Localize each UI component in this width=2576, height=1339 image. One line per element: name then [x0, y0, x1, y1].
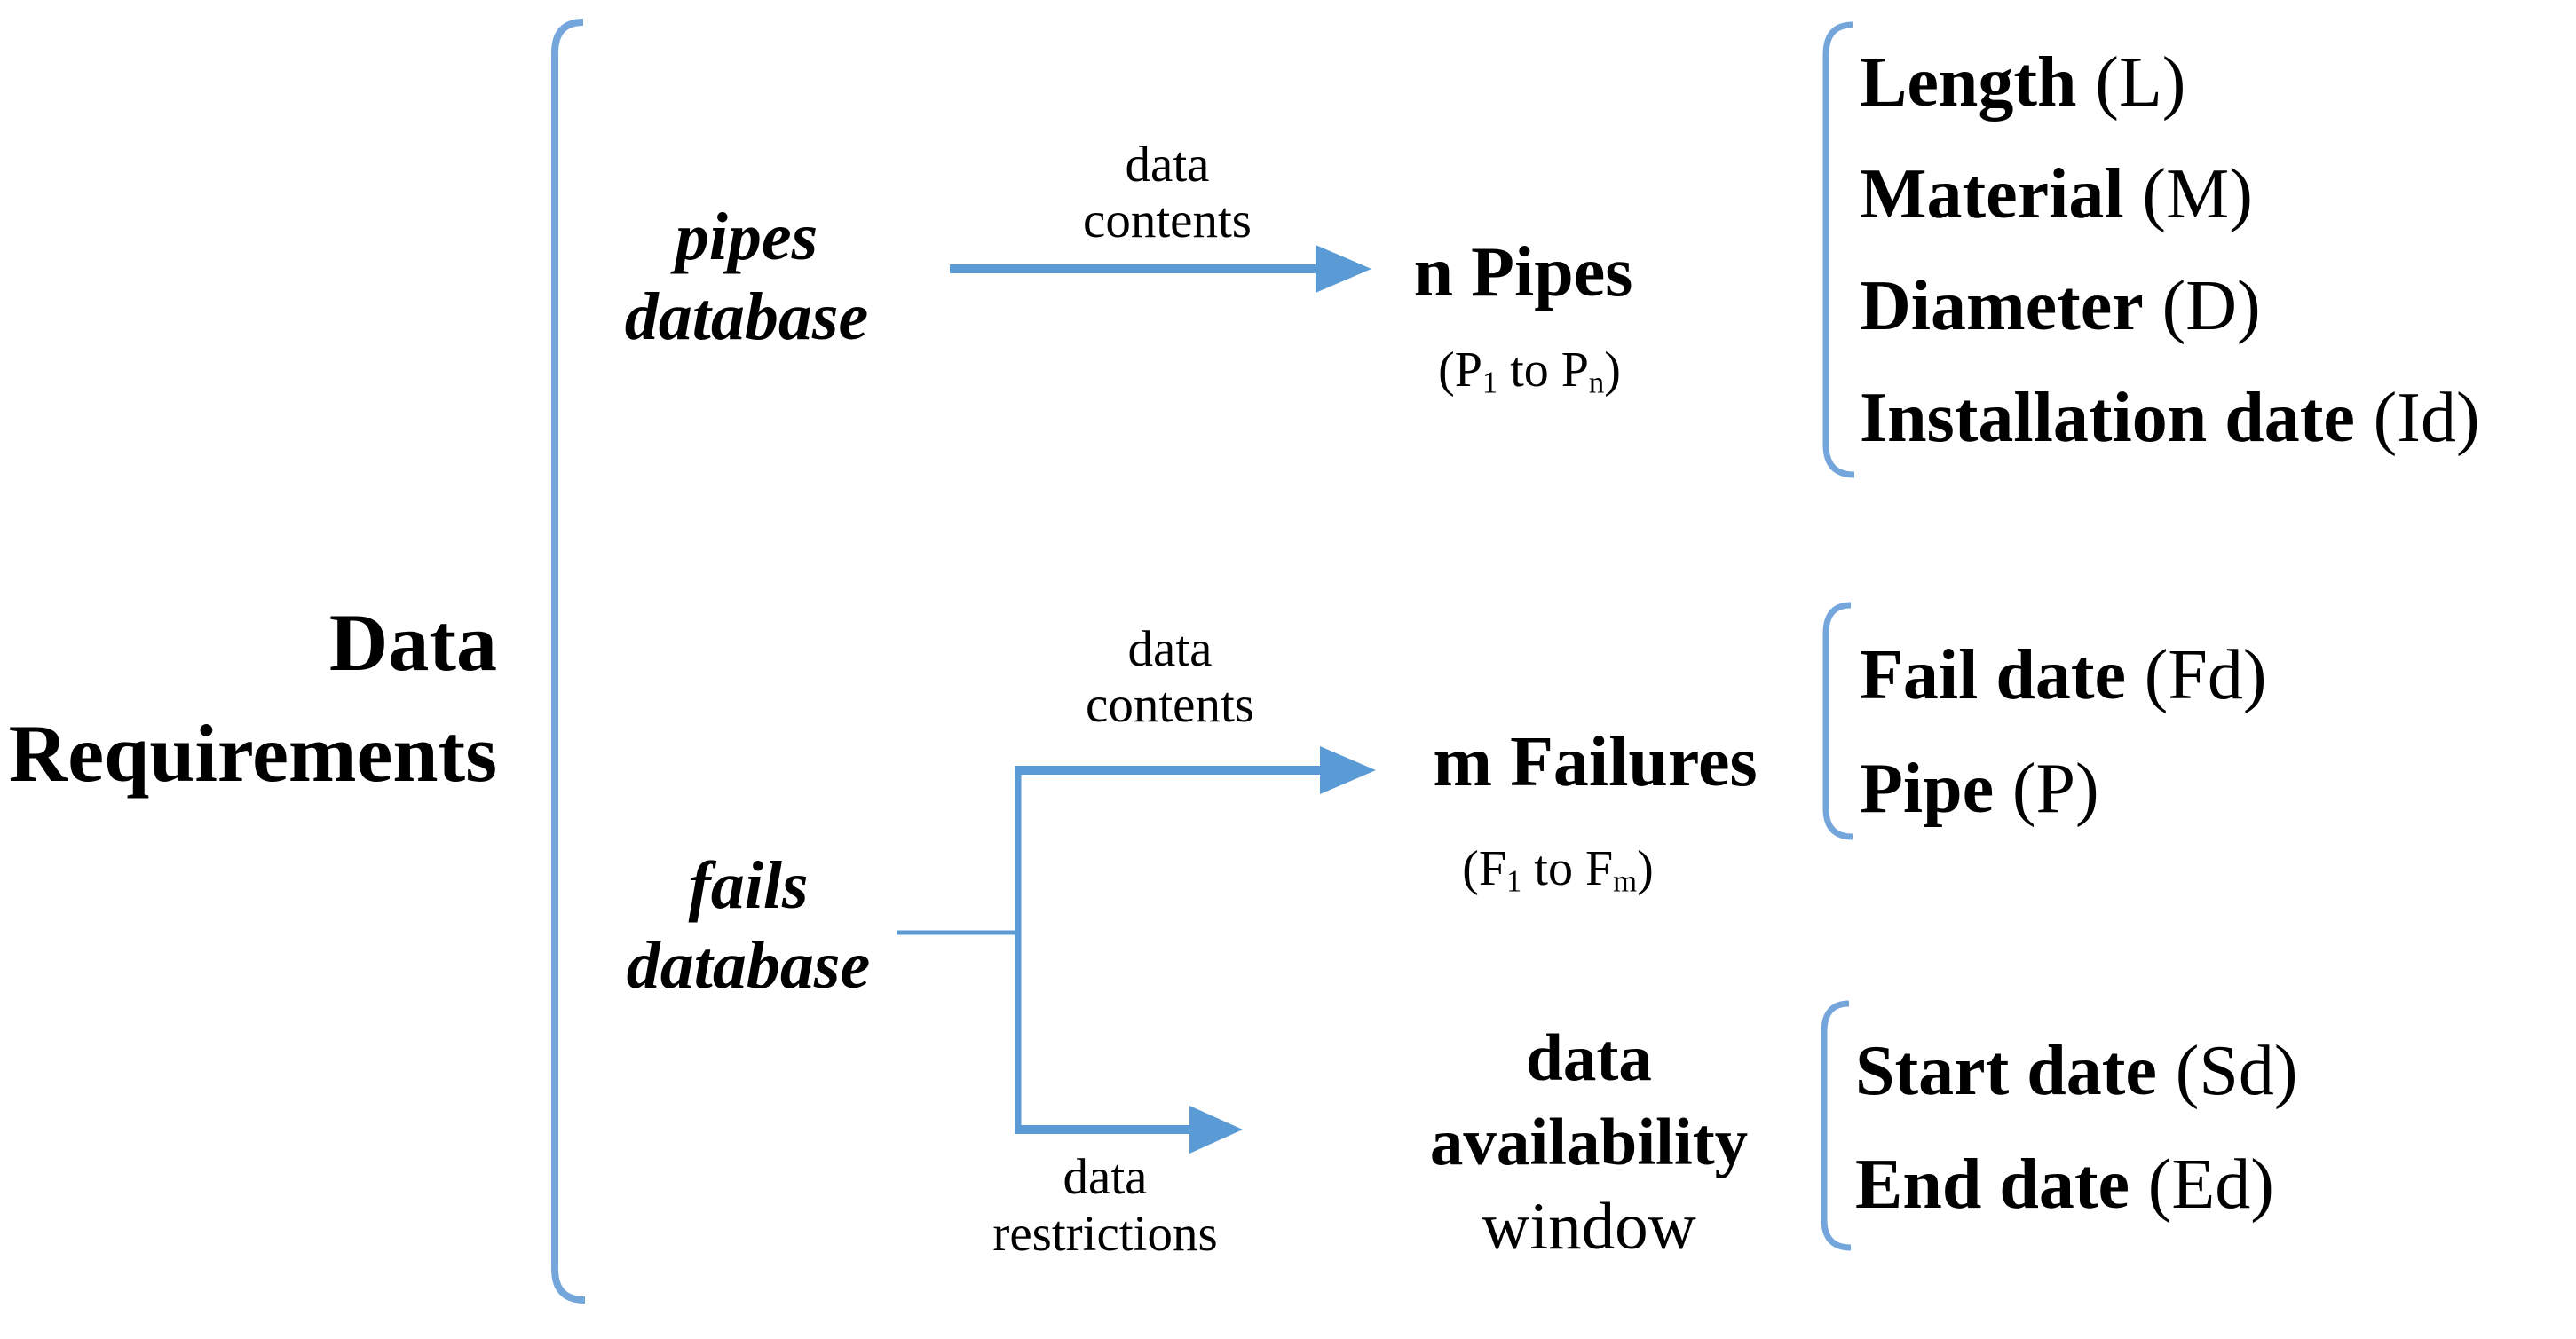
restrictions-label-line1: data — [1063, 1149, 1148, 1205]
node-n-pipes: n Pipes — [1413, 233, 1633, 311]
pipes-contents-label-line1: data — [1125, 137, 1210, 193]
fails-contents-label-line2: contents — [1086, 677, 1254, 733]
n-pipes-range: (P1 to Pn) — [1352, 342, 1707, 401]
window-attrs-bracket-icon — [1821, 1000, 1852, 1251]
fails-range-mid: to F — [1521, 841, 1614, 896]
list-item: Pipe(P) — [1860, 732, 2267, 846]
availability-line1: data — [1526, 1021, 1652, 1095]
diagram-title-line2: Requirements — [8, 708, 497, 799]
pipes-contents-label-line2: contents — [1083, 193, 1252, 248]
diagram-title-line1: Data — [328, 597, 497, 688]
pipes-database-line1: pipes — [675, 200, 818, 274]
attr-name: Installation date — [1860, 379, 2355, 457]
attr-abbrev: (D) — [2161, 267, 2261, 345]
edge-label-pipes-data-contents: data contents — [1034, 137, 1300, 248]
window-attributes-list: Start date(Sd) End date(Ed) — [1855, 1014, 2298, 1241]
pipes-attributes-list: Length(L) Material(M) Diameter(D) Instal… — [1860, 27, 2480, 474]
fails-restrictions-arrowhead-icon — [1189, 1106, 1243, 1154]
edge-label-data-restrictions: data restrictions — [972, 1149, 1238, 1263]
fails-database-line1: fails — [688, 848, 809, 923]
attr-name: Pipe — [1860, 750, 1995, 828]
m-failures-range: (F1 to Fm) — [1380, 840, 1735, 900]
attr-abbrev: (Fd) — [2144, 636, 2267, 714]
node-pipes-database: pipes database — [525, 197, 968, 357]
attr-name: Fail date — [1860, 636, 2126, 714]
node-fails-database: fails database — [526, 846, 970, 1005]
pipes-range-open: (P — [1438, 343, 1482, 398]
pipes-attrs-bracket-icon — [1822, 21, 1855, 478]
fails-contents-arrowhead-icon — [1320, 746, 1376, 794]
fails-range-sub1: 1 — [1506, 863, 1522, 899]
node-m-failures: m Failures — [1433, 723, 1758, 801]
fails-contents-label-line1: data — [1127, 621, 1213, 677]
list-item: Fail date(Fd) — [1860, 618, 2267, 732]
main-group-bracket-icon — [551, 19, 586, 1304]
list-item: Start date(Sd) — [1855, 1014, 2298, 1128]
restrictions-label-line2: restrictions — [992, 1206, 1218, 1262]
pipes-range-close: ) — [1604, 343, 1621, 398]
availability-line2: availability — [1429, 1106, 1749, 1179]
failures-attributes-list: Fail date(Fd) Pipe(P) — [1860, 618, 2267, 846]
node-data-availability-window: data availability window — [1349, 1016, 1829, 1269]
diagram-title: Data Requirements — [0, 587, 497, 809]
attr-abbrev: (P) — [2011, 750, 2099, 828]
attr-abbrev: (Id) — [2373, 379, 2480, 457]
failures-attrs-bracket-icon — [1822, 602, 1853, 840]
pipes-range-mid: to P — [1497, 343, 1589, 398]
pipes-contents-arrowhead-icon — [1316, 245, 1371, 293]
list-item: Material(M) — [1860, 138, 2480, 250]
fails-range-close: ) — [1637, 841, 1654, 896]
attr-name: Start date — [1855, 1032, 2157, 1110]
fails-range-open: (F — [1462, 841, 1507, 896]
list-item: Length(L) — [1860, 27, 2480, 138]
availability-line3: window — [1482, 1190, 1696, 1264]
attr-abbrev: (Sd) — [2175, 1032, 2298, 1110]
edge-label-fails-data-contents: data contents — [1037, 621, 1303, 733]
list-item: Diameter(D) — [1860, 250, 2480, 362]
pipes-range-sub2: n — [1588, 365, 1605, 400]
attr-name: Length — [1860, 43, 2077, 122]
attr-name: Material — [1860, 155, 2124, 233]
list-item: End date(Ed) — [1855, 1128, 2298, 1241]
attr-name: End date — [1855, 1146, 2130, 1224]
attr-name: Diameter — [1860, 267, 2144, 345]
fails-range-sub2: m — [1613, 863, 1638, 899]
attr-abbrev: (M) — [2142, 155, 2253, 233]
pipes-database-line2: database — [624, 280, 869, 354]
list-item: Installation date(Id) — [1860, 362, 2480, 474]
attr-abbrev: (L) — [2095, 43, 2186, 122]
pipes-range-sub1: 1 — [1482, 365, 1498, 400]
attr-abbrev: (Ed) — [2147, 1146, 2274, 1224]
fails-database-line2: database — [626, 928, 871, 1003]
